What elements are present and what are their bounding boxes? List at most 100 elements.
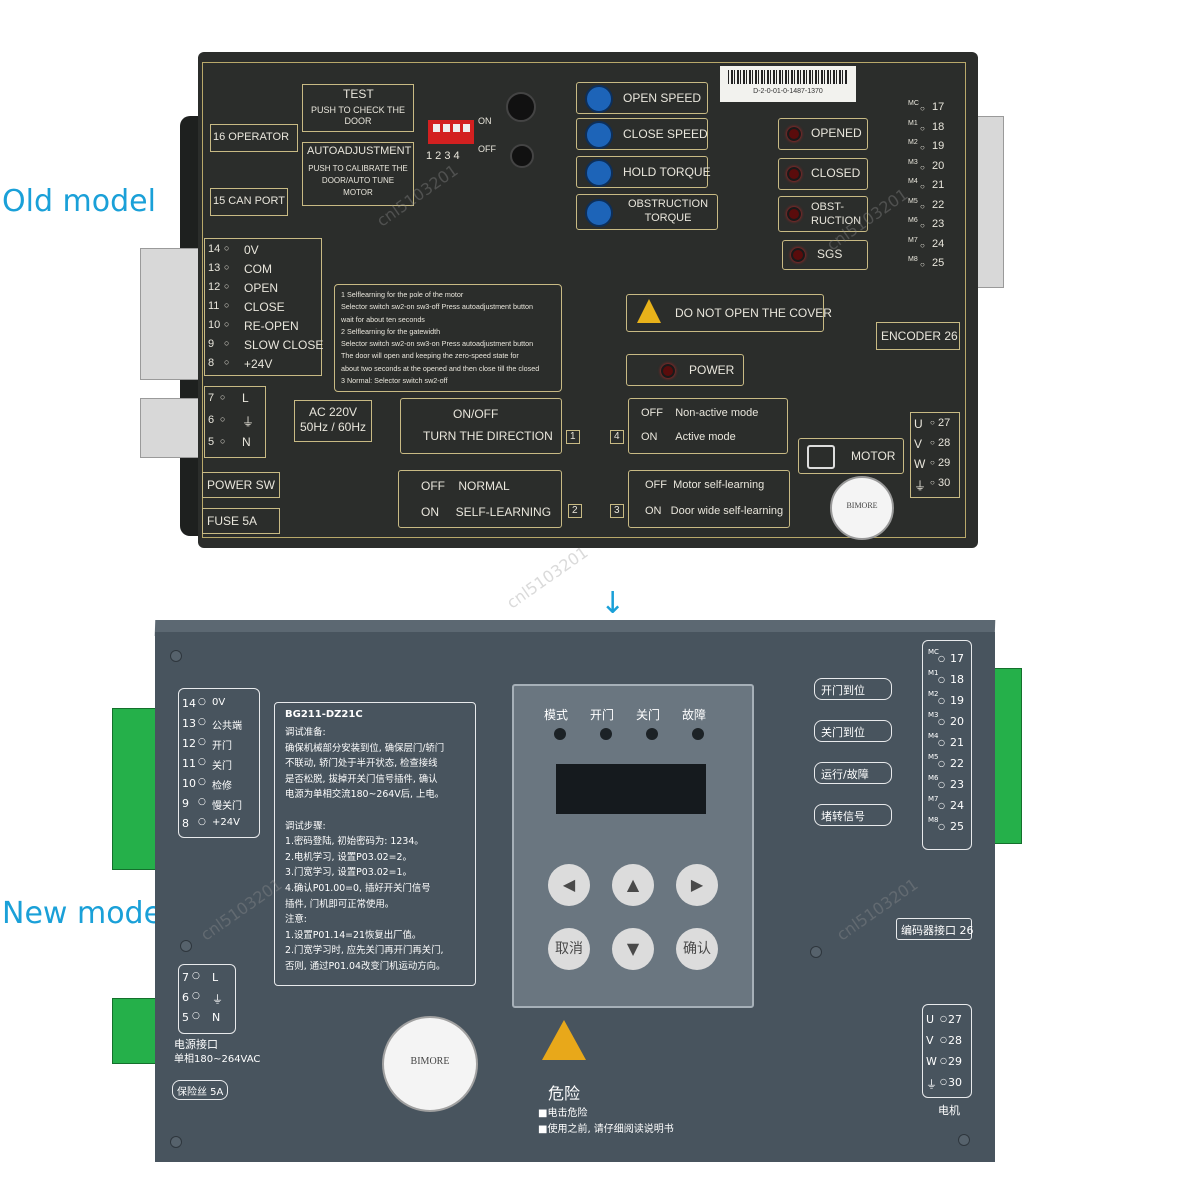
opened-led <box>787 127 801 141</box>
terminal-label: U <box>926 1013 935 1026</box>
sw4-box: 4 <box>610 430 624 444</box>
terminal-hole-icon: ○ <box>920 182 925 191</box>
new-right-terminal-box <box>922 640 972 850</box>
manual-line: 是否松脱, 拔掉开关门信号插件, 确认 <box>285 773 438 785</box>
terminal-number: 23 <box>950 778 964 791</box>
direction-switch-box: ON/OFF TURN THE DIRECTION <box>400 398 562 454</box>
new-seal-text: BIMORE <box>410 1056 450 1067</box>
dip-numbers: 1 2 3 4 <box>426 150 460 162</box>
left-button[interactable]: ◀ <box>548 864 590 906</box>
terminal-hole-icon: ○ <box>220 436 226 446</box>
up-button[interactable]: ▲ <box>612 864 654 906</box>
terminal-row: 13○COM <box>208 259 318 278</box>
terminal-number: 13 <box>208 262 221 274</box>
terminal-hole-icon: ○ <box>938 759 945 768</box>
down-button[interactable]: ▼ <box>612 928 654 970</box>
terminal-hole-icon: ○ <box>224 262 230 272</box>
terminal-hole-icon: ○ <box>198 737 206 747</box>
terminal-row: W○29 <box>926 1052 970 1073</box>
encoder-box: ENCODER 26 <box>876 322 960 350</box>
sgs-led-box: SGS <box>782 240 868 270</box>
manual-line: 注意: <box>285 914 307 926</box>
terminal-mark: M4 <box>908 178 918 185</box>
terminal-number: 6 <box>208 414 215 426</box>
terminal-label: N <box>212 1011 221 1024</box>
autoadjust-button[interactable] <box>510 144 534 168</box>
lcd-display <box>556 764 706 814</box>
terminal-hole-icon: ○ <box>198 757 206 767</box>
turn-direction-label: TURN THE DIRECTION <box>423 429 553 443</box>
terminal-hole-icon: ○ <box>938 738 945 747</box>
close-speed-knob[interactable] <box>585 121 613 149</box>
operator-port-label: 16 OPERATOR <box>213 131 290 143</box>
terminal-number: 7 <box>208 392 215 404</box>
instruction-line: Selector switch sw2-on sw3-on Press auto… <box>341 339 534 349</box>
terminal-hole-icon: ○ <box>920 201 925 211</box>
terminal-row: M5○22 <box>908 192 952 212</box>
hold-torque-knob[interactable] <box>585 159 613 187</box>
new-model-label: New model <box>2 896 171 931</box>
terminal-mark: M3 <box>928 711 939 719</box>
terminal-label: ⏚ <box>926 1078 937 1091</box>
terminal-label: RE-OPEN <box>244 319 299 333</box>
danger-title: 危险 <box>548 1084 581 1103</box>
led-row: 模式开门关门故障 <box>544 706 734 746</box>
terminal-row: M7○24 <box>928 795 972 816</box>
terminal-number: 24 <box>932 237 945 250</box>
terminal-row: 6○⏚ <box>182 988 234 1008</box>
terminal-hole-icon: ○ <box>224 338 230 348</box>
instruction-line: 2 Selflearning for the gatewidth <box>341 326 441 336</box>
terminal-label: 开门 <box>212 741 232 752</box>
terminal-number: 28 <box>938 437 951 449</box>
terminal-mark: M5 <box>928 753 939 761</box>
old-panel-frame <box>202 62 966 538</box>
terminal-label: V <box>914 437 923 451</box>
terminal-label: L <box>242 391 249 405</box>
manual-line: 2.电机学习, 设置P03.02=2。 <box>285 851 412 863</box>
led-label: 故障 <box>682 708 707 722</box>
manual-line <box>285 803 471 819</box>
terminal-mark: M7 <box>928 795 939 803</box>
terminal-number: 29 <box>948 1055 962 1068</box>
motor-label: MOTOR <box>851 449 896 463</box>
led-label: 模式 <box>544 708 569 722</box>
terminal-number: 17 <box>932 101 945 113</box>
instructions-text: 1 Selflearning for the pole of the motor… <box>341 289 557 387</box>
status-label: 运行/故障 <box>821 768 869 781</box>
new-power-terminal-box <box>178 964 236 1034</box>
screw-3 <box>958 1134 970 1146</box>
manual-line: 调试步骤: <box>285 820 326 832</box>
terminal-number: 20 <box>950 715 964 728</box>
terminal-mark: M1 <box>928 669 939 677</box>
obstruction-torque-knob[interactable] <box>585 199 613 227</box>
sw1-box: 1 <box>566 430 580 444</box>
status-label-box: 开门到位 <box>814 678 892 700</box>
terminal-number: 9 <box>208 338 215 350</box>
manual-line: 1.密码登陆, 初始密码为: 1234。 <box>285 836 424 848</box>
test-button[interactable] <box>506 92 536 122</box>
terminal-number: 27 <box>948 1013 962 1026</box>
new-encoder-box: 编码器接口 26 <box>896 918 974 940</box>
open-speed-knob[interactable] <box>585 85 613 113</box>
old-power-connector <box>140 398 204 458</box>
manual-line: 2.门宽学习时, 应先关门再开门再关门, <box>285 945 444 957</box>
right-button[interactable]: ▶ <box>676 864 718 906</box>
old-uvw-box <box>910 412 960 498</box>
motor-off-label: OFF Motor self-learning <box>645 479 765 491</box>
encoder-label: ENCODER 26 <box>881 329 958 343</box>
hold-torque-label: HOLD TORQUE <box>623 165 711 179</box>
terminal-row: 9○SLOW CLOSE <box>208 335 323 354</box>
model-number: BG211-DZ21C <box>285 709 363 720</box>
cancel-button[interactable]: 取消 <box>548 928 590 970</box>
terminal-row: MC○17 <box>908 94 952 114</box>
confirm-button[interactable]: 确认 <box>676 928 718 970</box>
old-left-connector <box>140 248 204 380</box>
terminal-label: +24V <box>244 357 273 371</box>
terminal-row: U○27 <box>914 414 958 434</box>
dip-switch[interactable] <box>428 120 474 144</box>
terminal-row: M6○23 <box>928 774 972 795</box>
terminal-hole-icon: ○ <box>938 822 945 831</box>
